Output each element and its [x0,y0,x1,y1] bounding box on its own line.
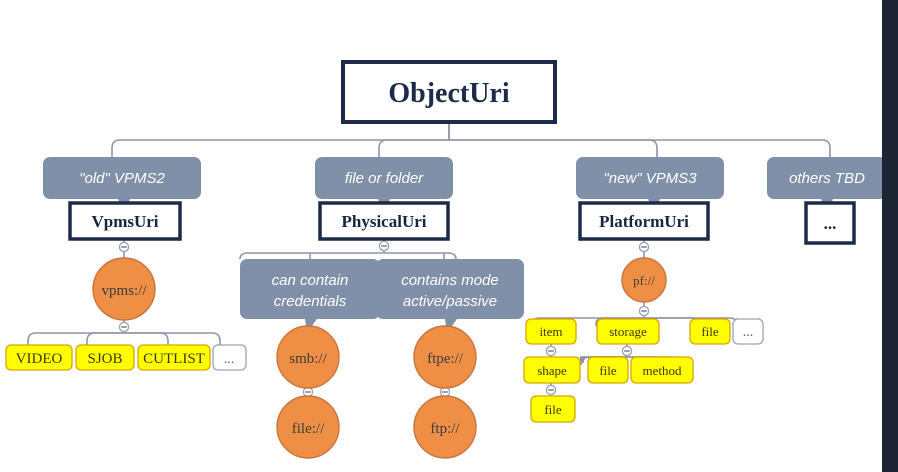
node-objecturi-label: ObjectUri [388,78,510,109]
note-old-vpms2: "old" VPMS2 [43,157,201,213]
leaf-item-label: item [539,324,562,339]
note-new-vpms3: "new" VPMS3 [576,157,724,213]
leaf-sjob[interactable]: SJOB [75,344,135,371]
leaf-pf-more-label: ... [743,325,754,340]
node-objecturi[interactable]: ObjectUri [341,60,557,124]
leaf-method-label: method [643,363,682,378]
leaf-storage-label: storage [609,324,647,339]
leaf-storage-file-label: file [599,363,617,378]
connector-layer [27,122,831,398]
note-file-or-folder-label: file or folder [345,170,424,187]
note-others-tbd: others TBD [767,157,887,213]
leaf-vpms-more[interactable]: ... [212,344,247,371]
leaf-shape-file-label: file [544,402,562,417]
leaf-shape[interactable]: shape [523,356,581,384]
leaf-shape-label: shape [537,363,567,378]
node-scheme-smb[interactable]: smb:// [276,325,340,389]
leaf-method[interactable]: method [630,356,694,384]
leaf-file-label: file [701,324,719,339]
leaf-cutlist[interactable]: CUTLIST [137,344,211,371]
leaf-vpms-more-label: ... [224,352,235,367]
note-contains-mode: contains mode active/passive [376,259,524,333]
leaf-file[interactable]: file [689,318,731,345]
leaf-storage[interactable]: storage [596,318,660,345]
node-scheme-smb-label: smb:// [289,351,327,367]
note-can-contain-credentials: can contain credentials [240,259,380,333]
node-others-label: ... [824,214,837,233]
leaf-video[interactable]: VIDEO [5,344,73,371]
node-scheme-ftp-label: ftp:// [430,421,460,437]
note-mode-line2: active/passive [403,293,497,310]
node-scheme-pf[interactable]: pf:// [621,257,667,303]
node-platformuri-label: PlatformUri [599,212,689,231]
node-scheme-vpms-label: vpms:// [101,283,147,299]
node-scheme-ftp[interactable]: ftp:// [413,395,477,459]
leaf-item[interactable]: item [525,318,577,345]
leaf-cutlist-label: CUTLIST [143,351,205,367]
node-physicaluri-label: PhysicalUri [342,212,427,231]
node-scheme-ftpe[interactable]: ftpe:// [413,325,477,389]
node-physicaluri[interactable]: PhysicalUri [318,201,450,241]
note-mode-line1: contains mode [401,272,499,289]
leaf-video-label: VIDEO [16,351,63,367]
leaf-pf-more[interactable]: ... [732,318,764,345]
note-new-vpms3-label: "new" VPMS3 [603,170,697,187]
note-credentials-line1: can contain [272,272,349,289]
node-vpmsuri[interactable]: VpmsUri [68,201,182,241]
node-platformuri[interactable]: PlatformUri [578,201,710,241]
leaf-sjob-label: SJOB [87,351,122,367]
note-file-or-folder: file or folder [315,157,453,213]
leaf-storage-file[interactable]: file [587,356,629,384]
node-scheme-ftpe-label: ftpe:// [427,351,464,367]
node-scheme-vpms[interactable]: vpms:// [92,257,156,321]
right-edge-band [882,0,898,472]
node-scheme-pf-label: pf:// [633,273,655,288]
node-scheme-file[interactable]: file:// [276,395,340,459]
leaf-shape-file[interactable]: file [530,395,576,423]
node-scheme-file-label: file:// [292,421,325,437]
note-others-tbd-label: others TBD [789,170,865,187]
note-old-vpms2-label: "old" VPMS2 [79,170,165,187]
node-vpmsuri-label: VpmsUri [91,212,158,231]
note-credentials-line2: credentials [274,293,347,310]
node-others[interactable]: ... [804,201,856,245]
